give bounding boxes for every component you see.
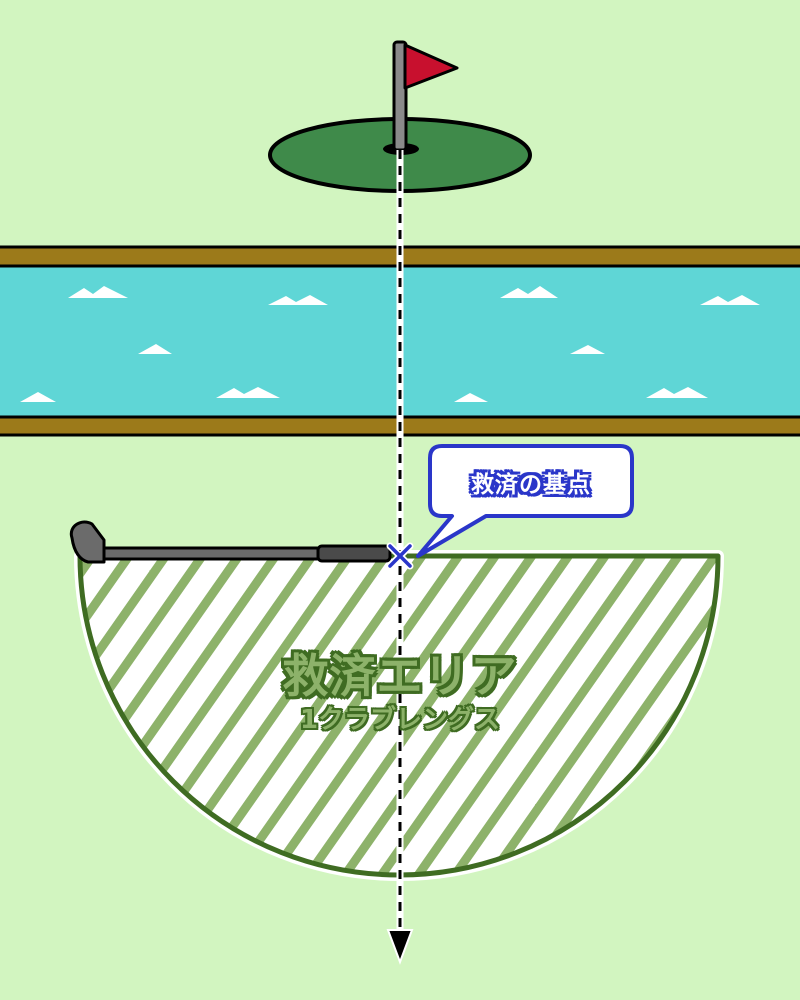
flag-icon: [392, 40, 459, 152]
golf-club-icon: [69, 520, 392, 564]
direction-arrow-icon: [386, 929, 414, 965]
reference-point-callout: [416, 444, 634, 558]
relief-area-title: 救済エリア: [282, 649, 518, 703]
water-waves: [20, 286, 760, 402]
line-of-flight: [386, 150, 414, 965]
reference-point-label: 救済の基点: [471, 472, 591, 498]
relief-area-subtitle: 1クラブレングス: [299, 705, 501, 735]
reference-point-cross-icon: [386, 542, 414, 570]
